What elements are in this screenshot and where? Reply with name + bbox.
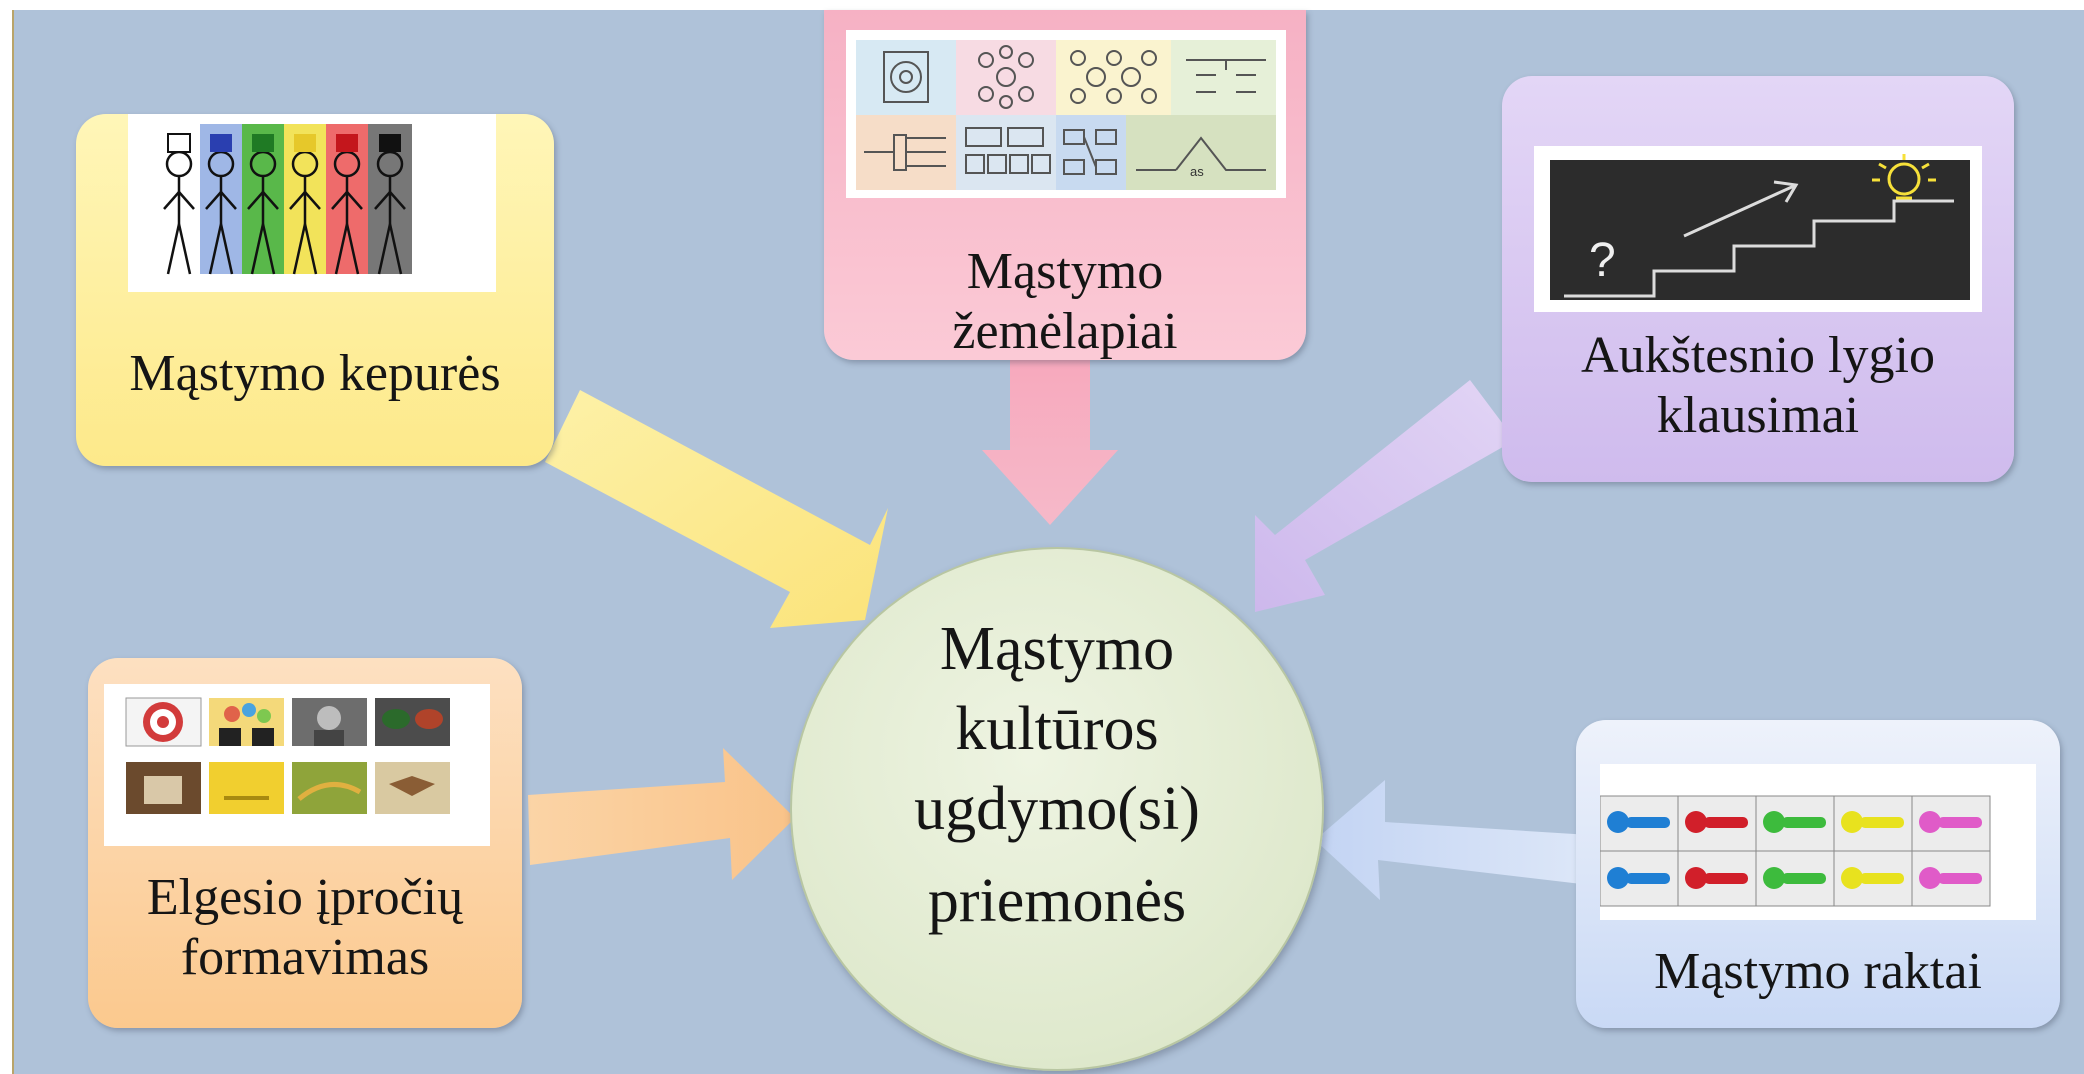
node-raktai-label: Mąstymo raktai [1654, 943, 1982, 1000]
center-label-3: ugdymo(si) [914, 775, 1200, 843]
habits-grid-icon [125, 697, 450, 814]
arrow-raktai [1315, 780, 1590, 900]
thinking-maps-icon: as [856, 40, 1276, 190]
arrow-klausimai [1255, 380, 1515, 612]
node-kepures-label: Mąstymo kepurės [129, 345, 501, 402]
node-zemelapiai-label-2: žemėlapiai [952, 303, 1178, 360]
thinking-maps-image: as [846, 30, 1286, 198]
question-stairs-icon: ? [1550, 154, 1970, 300]
arrow-zemelapiai [982, 360, 1118, 525]
svg-text:?: ? [1589, 234, 1616, 287]
arrow-iprociai [528, 748, 795, 880]
center-label-1: Mąstymo [939, 615, 1175, 683]
node-klausimai-label-1: Aukštesnio lygio [1581, 327, 1935, 384]
node-kepures: Mąstymo kepurės [76, 114, 554, 466]
colored-keys-icon [1600, 795, 1991, 907]
node-iprociai-label-1: Elgesio įpročių [146, 869, 464, 926]
node-iprociai: Elgesio įpročių formavimas [88, 658, 522, 1028]
node-iprociai-label-2: formavimas [180, 929, 430, 986]
node-klausimai-label-2: klausimai [1656, 387, 1860, 444]
question-stairs-image: ? [1534, 146, 1982, 312]
node-zemelapiai-label-1: Mąstymo [966, 243, 1164, 300]
center-label-4: priemonės [927, 867, 1187, 935]
thinking-hats-image [128, 114, 496, 292]
node-klausimai: ? Aukštesnio lygio klausimai [1502, 76, 2014, 482]
six-hats-icon [158, 124, 412, 275]
center-node: Mąstymo kultūros ugdymo(si) priemonės [790, 547, 1324, 1071]
thinking-keys-image [1600, 764, 2036, 920]
center-label-2: kultūros [955, 695, 1159, 763]
habits-photos-image [104, 684, 490, 846]
arrow-kepures [545, 390, 888, 628]
node-zemelapiai: as Mąstymo žemėlapiai [824, 10, 1306, 360]
maps-tag-text: as [1190, 164, 1204, 179]
node-raktai: Mąstymo raktai [1576, 720, 2060, 1028]
